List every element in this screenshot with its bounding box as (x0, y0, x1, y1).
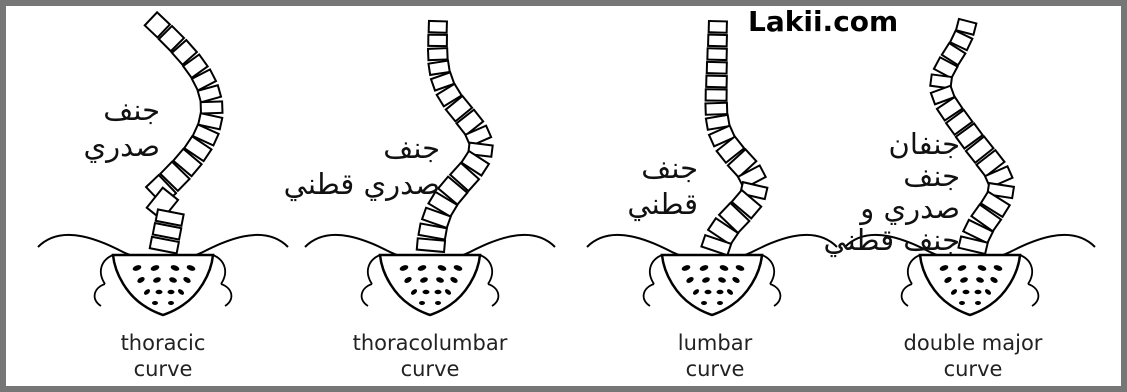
spine-lumbar-curve (701, 21, 767, 255)
vertebra (708, 35, 727, 47)
caption-double-major-line1: double major (868, 330, 1078, 356)
vertebra (429, 21, 447, 33)
arabic-label-lumbar: جنف قطني (598, 150, 698, 222)
arabic-label-thoracic: جنف صدري (30, 92, 160, 164)
vertebra (428, 35, 447, 46)
watermark: Lakii.com (748, 8, 898, 36)
vertebra (706, 76, 727, 88)
caption-lumbar-line1: lumbar (640, 330, 790, 356)
arabic-label-double-major: جنفان جنف صدري و جنف قطني (790, 128, 960, 256)
caption-lumbar-line2: curve (640, 356, 790, 382)
caption-thoracolumbar: thoracolumbar curve (320, 330, 540, 382)
caption-thoracic-line2: curve (88, 356, 238, 382)
caption-thoracolumbar-line2: curve (320, 356, 540, 382)
vertebra (706, 89, 727, 100)
caption-double-major: double major curve (868, 330, 1078, 382)
caption-double-major-line2: curve (868, 356, 1078, 382)
vertebra (709, 21, 727, 33)
vertebra (707, 48, 726, 60)
caption-thoracolumbar-line1: thoracolumbar (320, 330, 540, 356)
vertebra (705, 103, 727, 115)
vertebra (428, 48, 448, 60)
caption-thoracic: thoracic curve (88, 330, 238, 382)
caption-thoracic-line1: thoracic (88, 330, 238, 356)
vertebra (707, 62, 727, 74)
vertebra (201, 101, 223, 113)
arabic-label-thoracolumbar: جنف صدري قطني (245, 130, 440, 202)
vertebra (417, 238, 445, 252)
caption-lumbar: lumbar curve (640, 330, 790, 382)
